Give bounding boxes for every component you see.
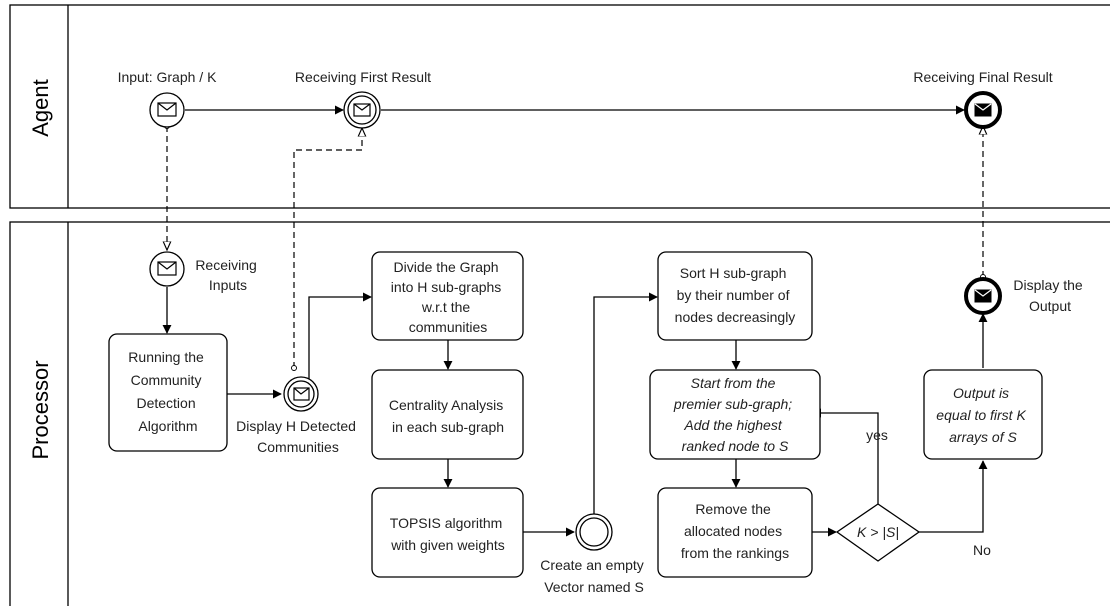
message-flow-first-result <box>294 128 362 368</box>
envelope-filled-icon <box>974 103 992 117</box>
gateway-label: K > |S| <box>857 524 899 540</box>
agent-pool: Agent <box>9 4 1110 209</box>
svg-text:Centrality Analysis in e: Centrality Analysis in each sub-graph <box>389 397 507 435</box>
svg-text:Running the Community: Running the Community Detection Algorith… <box>128 349 207 434</box>
envelope-icon <box>157 102 177 117</box>
envelope-filled-icon <box>974 289 992 303</box>
display-output-event[interactable] <box>964 277 1002 315</box>
svg-text:TOPSIS algorithm with gi: TOPSIS algorithm with given weights <box>390 515 506 553</box>
envelope-icon <box>293 387 310 401</box>
display-output-label: Display the Output <box>1013 277 1086 314</box>
flow-vector-to-sort <box>593 292 658 514</box>
first-result-label: Receiving First Result <box>295 69 431 85</box>
display-detected-event[interactable] <box>283 376 319 412</box>
divide-graph-task[interactable]: Divide the Graph into H sub-graphs w.r.t… <box>371 251 524 341</box>
centrality-analysis-task[interactable]: Centrality Analysis in each sub-graph <box>371 369 524 460</box>
no-label: No <box>973 542 991 558</box>
svg-text:Sort H sub-graph by thei: Sort H sub-graph by their number of node… <box>675 265 796 325</box>
flow-display-to-divide <box>308 292 372 382</box>
input-label: Input: Graph / K <box>118 69 217 85</box>
svg-text:Remove the allocated nod: Remove the allocated nodes from the rank… <box>681 501 789 561</box>
running-community-detection-task[interactable]: Running the Community Detection Algorith… <box>108 333 228 452</box>
start-premier-task[interactable]: Start from the premier sub-graph; Add th… <box>649 369 821 460</box>
final-result-label: Receiving Final Result <box>913 69 1052 85</box>
envelope-icon <box>157 261 177 276</box>
receiving-inputs-event[interactable] <box>149 251 185 287</box>
yes-label: yes <box>866 427 888 443</box>
remove-nodes-task[interactable]: Remove the allocated nodes from the rank… <box>657 487 813 578</box>
create-vector-event[interactable] <box>575 513 613 551</box>
flow-gateway-no <box>919 460 988 533</box>
svg-text:Divide the Graph into H: Divide the Graph into H sub-graphs w.r.t… <box>391 259 505 335</box>
exclusive-gateway[interactable]: K > |S| <box>835 503 921 562</box>
create-vector-label: Create an empty Vector named S <box>540 557 647 595</box>
agent-lane-label: Agent <box>28 79 53 137</box>
first-result-event[interactable] <box>343 91 381 129</box>
display-detected-label: Display H Detected Communities <box>236 418 360 455</box>
final-result-end-event[interactable] <box>964 91 1002 129</box>
sort-subgraph-task[interactable]: Sort H sub-graph by their number of node… <box>657 251 813 341</box>
receiving-inputs-label: Receiving Inputs <box>195 257 260 293</box>
envelope-icon <box>353 103 371 117</box>
output-equal-task[interactable]: Output is equal to first K arrays of S <box>923 369 1043 460</box>
processor-lane-label: Processor <box>28 360 53 459</box>
svg-text:Start from the premier s: Start from the premier sub-graph; Add th… <box>673 375 796 454</box>
svg-text:Output is equal to first: Output is equal to first K arrays of S <box>936 385 1029 445</box>
input-start-event[interactable] <box>149 92 185 128</box>
flow-gateway-yes <box>812 408 879 511</box>
topsis-task[interactable]: TOPSIS algorithm with given weights <box>371 487 524 578</box>
